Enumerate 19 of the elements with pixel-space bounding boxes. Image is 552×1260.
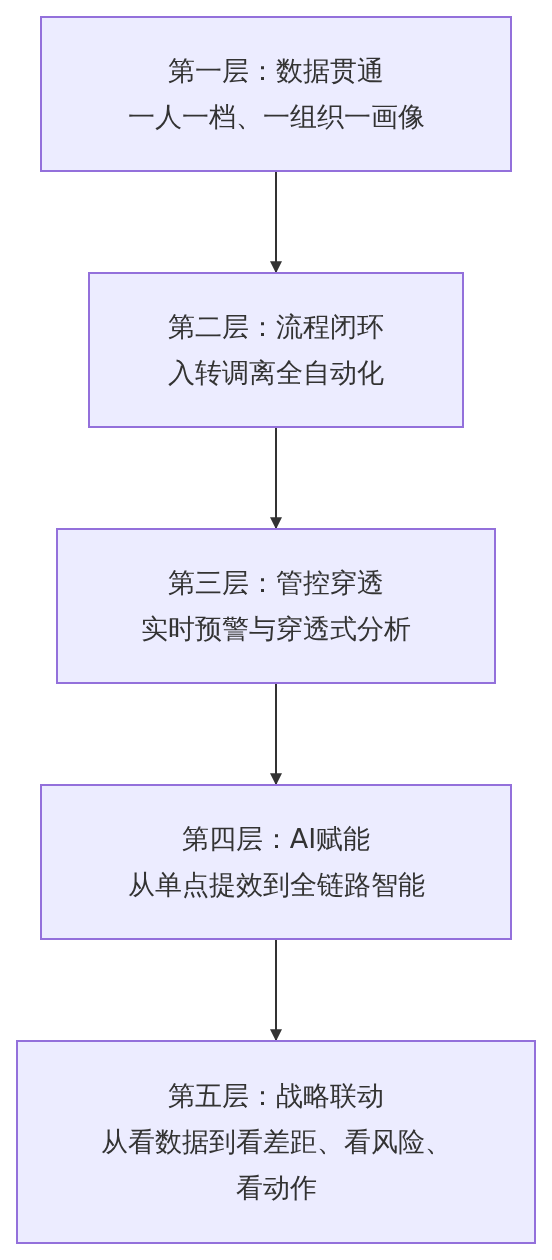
box-title: 第一层：数据贯通 [168, 54, 384, 88]
arrow [270, 427, 282, 530]
process-box [88, 272, 464, 428]
box-title: 第二层：流程闭环 [168, 310, 384, 344]
box-title: 第三层：管控穿透 [168, 566, 384, 600]
box-text: 从看数据到看差距、看风险、看动作 [99, 1125, 453, 1205]
arrow [270, 171, 282, 274]
process-box [40, 16, 512, 172]
process-box [56, 528, 496, 684]
process-box [16, 1040, 536, 1244]
box-text: 一人一档、一组织一画像 [127, 100, 425, 134]
box-text: 从单点提效到全链路智能 [127, 868, 425, 902]
box-text: 入转调离全自动化 [168, 356, 384, 390]
box-text: 实时预警与穿透式分析 [141, 612, 411, 646]
process-box [40, 784, 512, 940]
arrow [270, 939, 282, 1042]
box-title: 第四层：AI赋能 [181, 822, 371, 856]
box-title: 第五层：战略联动 [168, 1079, 384, 1113]
arrow [270, 683, 282, 786]
